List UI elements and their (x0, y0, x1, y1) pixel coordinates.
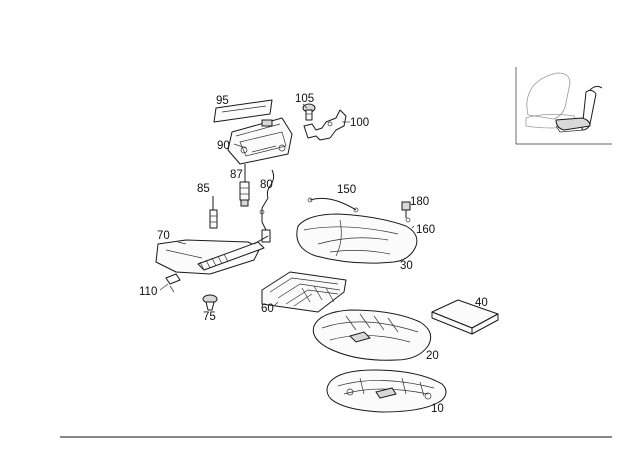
part-40-pad (431, 299, 499, 335)
part-90-control-module (227, 117, 293, 165)
callout-180: 180 (410, 196, 429, 208)
callout-60: 60 (261, 303, 274, 315)
callout-40: 40 (475, 297, 488, 309)
part-75-pin (202, 294, 218, 311)
callout-160: 160 (416, 224, 435, 236)
part-20-seat-pan (312, 309, 432, 361)
part-95-cover (213, 99, 273, 123)
callout-110: 110 (139, 286, 157, 298)
part-180-fastener (401, 201, 411, 223)
callout-30: 30 (400, 260, 413, 272)
callout-100: 100 (350, 117, 369, 129)
callout-75: 75 (203, 311, 216, 323)
callout-150: 150 (337, 184, 356, 196)
leader-lines (159, 103, 415, 307)
part-87-connector (239, 164, 250, 207)
part-60-heating-mat (261, 271, 347, 313)
part-110-clip (165, 273, 181, 293)
part-80-cable (259, 169, 275, 243)
part-85-rod (209, 196, 218, 229)
callout-95: 95 (216, 95, 229, 107)
callout-85: 85 (197, 183, 210, 195)
callout-90: 90 (217, 140, 230, 152)
callout-20: 20 (426, 350, 439, 362)
part-150-wire (307, 197, 359, 213)
callout-70: 70 (157, 230, 170, 242)
part-105-screw (302, 103, 316, 121)
part-70-lever (155, 235, 269, 275)
callout-105: 105 (295, 93, 314, 105)
part-30-cushion (296, 213, 418, 264)
callout-10: 10 (431, 403, 444, 415)
part-100-bracket (303, 109, 347, 141)
seat-thumbnail (515, 67, 612, 145)
callout-80: 80 (260, 179, 273, 191)
callout-87: 87 (230, 169, 243, 181)
part-10-base-frame (326, 369, 447, 413)
